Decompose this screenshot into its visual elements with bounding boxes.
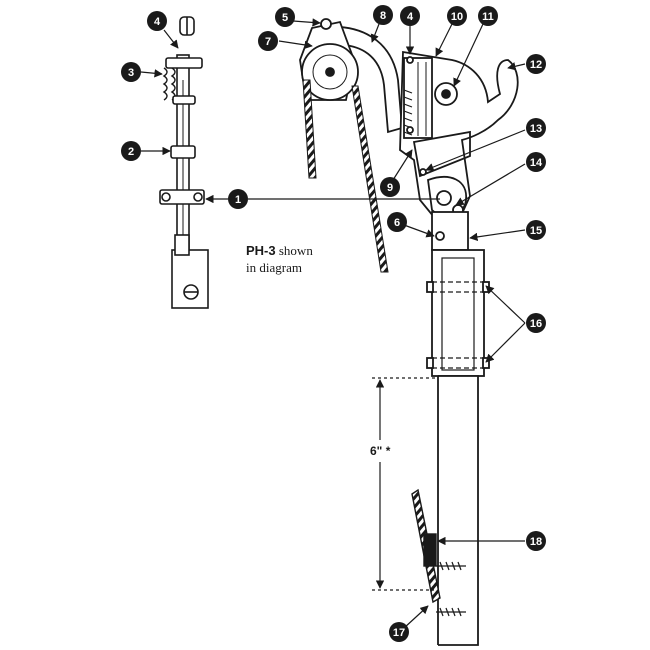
svg-text:2: 2 [128,146,134,158]
svg-text:1: 1 [235,194,241,206]
svg-text:14: 14 [530,157,543,169]
callout-14: 14 [526,152,546,172]
pole-coupler [431,249,485,377]
callout-4-side: 4 [147,11,167,31]
callout-12: 12 [526,54,546,74]
svg-text:4: 4 [407,11,414,23]
dimension-marker [372,377,436,591]
callout-3: 3 [121,62,141,82]
svg-text:18: 18 [530,536,542,548]
callout-17: 17 [389,622,409,642]
neck-ferrule [431,211,469,251]
svg-text:12: 12 [530,59,542,71]
top-bolt-head [165,57,203,69]
callout-7: 7 [258,31,278,51]
pole [426,249,490,646]
cleat-block [423,533,437,567]
svg-text:11: 11 [482,11,494,23]
callout-10: 10 [447,6,467,26]
middle-bolt [170,145,196,159]
svg-text:8: 8 [380,10,386,22]
callout-6: 6 [387,212,407,232]
blade-insert [403,57,433,139]
lower-pole [438,375,479,646]
svg-text:7: 7 [265,36,271,48]
svg-text:16: 16 [530,318,542,330]
callout-8: 8 [373,5,393,25]
svg-text:15: 15 [530,225,542,237]
lower-pivot-bolt [436,190,452,206]
dimension-label: 6" * [370,444,391,458]
spring-coils [162,67,176,101]
callout-18: 18 [526,531,546,551]
pulley-arm [316,26,403,134]
callout-15: 15 [526,220,546,240]
wood-screws [436,561,466,617]
svg-text:3: 3 [128,67,134,79]
callout-11: 11 [478,6,498,26]
svg-text:6: 6 [394,217,400,229]
callout-13: 13 [526,118,546,138]
callout-leaders [140,18,526,629]
callout-16: 16 [526,313,546,333]
svg-text:13: 13 [530,123,542,135]
pull-ropes [302,79,389,273]
svg-text:4: 4 [154,16,161,28]
blade-teeth [403,89,413,136]
callout-1: 1 [228,189,248,209]
callout-4-head: 4 [400,6,420,26]
lever-link [412,130,471,178]
rope-right [351,85,389,273]
svg-text:9: 9 [387,182,393,194]
side-view-assembly [159,16,209,309]
lower-bolt [159,189,205,205]
callout-9: 9 [380,177,400,197]
model-caption-line2: in diagram [246,260,302,275]
rope-left [302,79,317,179]
svg-text:10: 10 [451,11,463,23]
callout-badges: 1 2 3 4 4 5 6 7 8 9 10 11 12 13 14 15 16… [121,5,546,642]
rope-cleat-assembly [411,488,466,617]
callout-5: 5 [275,7,295,27]
svg-text:17: 17 [393,627,405,639]
callout-2: 2 [121,141,141,161]
pulley-top-pin [320,18,332,30]
model-caption: PH-3 shown [246,243,313,258]
pruner-head [299,18,519,251]
svg-text:5: 5 [282,12,288,24]
